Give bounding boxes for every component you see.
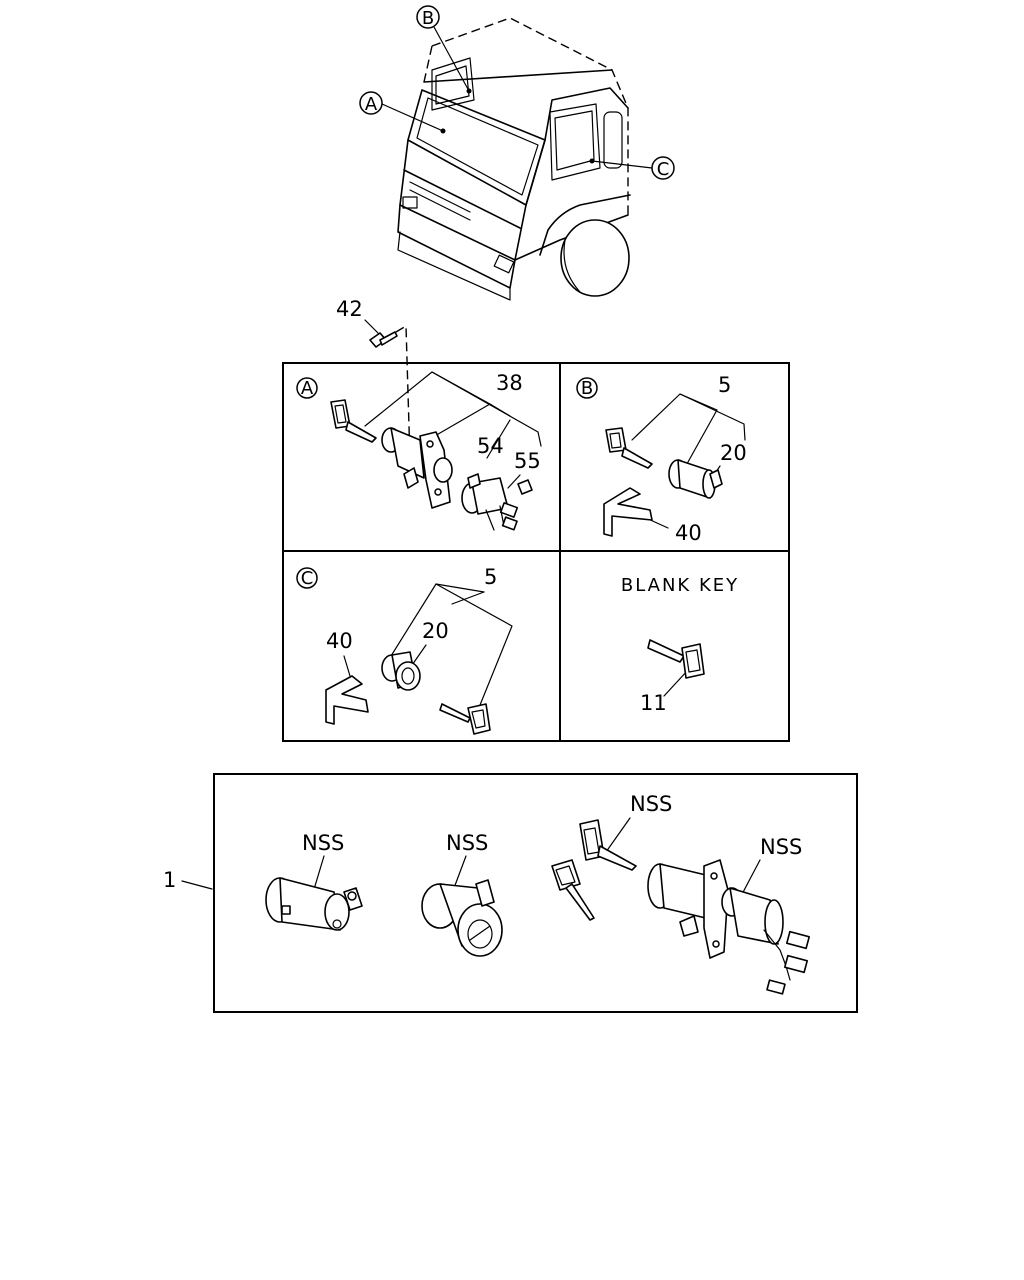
nss-label-1: NSS <box>302 831 344 855</box>
callout-c-circle <box>651 156 675 180</box>
callout-c-label: C <box>657 159 670 180</box>
part-label-1: 1 <box>163 868 176 892</box>
panel-c-door-lock: C 5 20 40 <box>296 565 513 735</box>
panel-a-ignition-switch: A 38 54 55 <box>296 371 542 531</box>
nss-label-2: NSS <box>446 831 488 855</box>
callout-a-label: A <box>365 94 378 115</box>
callout-b-label: B <box>422 8 434 29</box>
bolt-42: 42 <box>336 297 411 461</box>
lock-kit-box: 1 NSS NSS NSS NSS <box>163 773 858 1013</box>
detail-grid-frame <box>282 362 790 742</box>
part-label-55: 55 <box>514 449 541 473</box>
part-label-40-b: 40 <box>675 521 702 545</box>
truck-cab-illustration: A B C <box>359 5 675 301</box>
panel-b-callout-label: B <box>581 378 593 399</box>
blank-key-title: BLANK KEY <box>621 575 739 596</box>
panel-a-callout-circle <box>296 377 318 399</box>
nss-label-3: NSS <box>630 792 672 816</box>
callout-a-circle <box>359 91 383 115</box>
panel-c-callout-label: C <box>301 568 314 589</box>
panel-b-door-lock: B 5 20 40 <box>576 373 747 545</box>
part-label-40-c: 40 <box>326 629 353 653</box>
callout-b-circle <box>416 5 440 29</box>
panel-b-callout-circle <box>576 377 598 399</box>
part-label-20-c: 20 <box>422 619 449 643</box>
part-label-5-c: 5 <box>484 565 497 589</box>
part-label-5-b: 5 <box>718 373 731 397</box>
part-label-11: 11 <box>640 691 667 715</box>
panel-blank-key: BLANK KEY 11 <box>621 575 739 715</box>
nss-label-4: NSS <box>760 835 802 859</box>
panel-a-callout-label: A <box>301 378 314 399</box>
panel-c-callout-circle <box>296 567 318 589</box>
part-label-42: 42 <box>336 297 363 321</box>
part-label-38: 38 <box>496 371 523 395</box>
part-label-20-b: 20 <box>720 441 747 465</box>
